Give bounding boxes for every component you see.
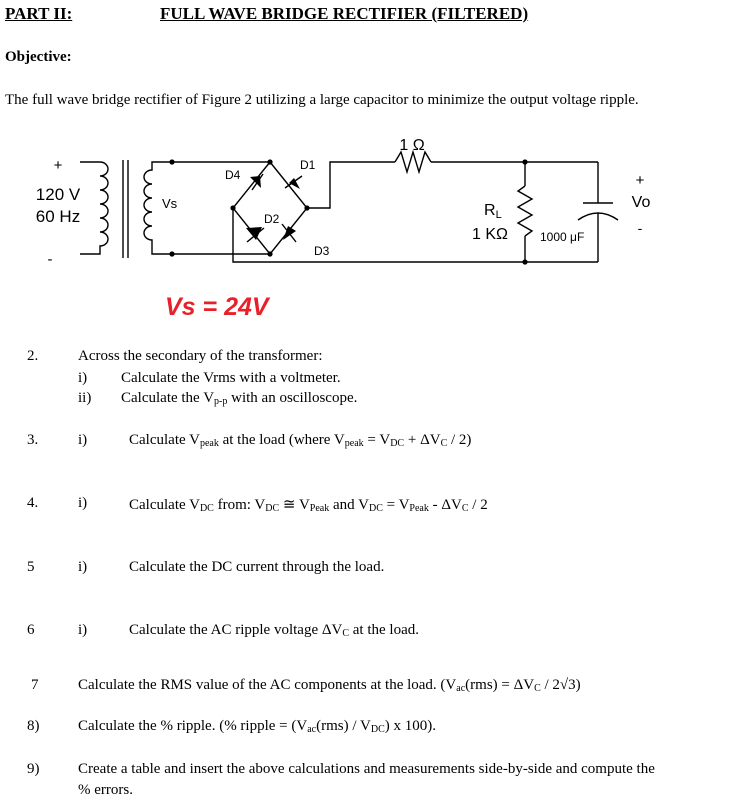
load-resistor [516,185,534,237]
step-7-text: Calculate the RMS value of the AC compon… [78,677,581,694]
source-voltage: 120 V [36,185,81,204]
step-6-mark: i) [78,622,88,638]
output-label: Vo [632,194,651,211]
objective-text: The full wave bridge rectifier of Figure… [5,92,639,108]
step-2-ii-mark: ii) [78,390,92,406]
load-resistor-value: 1 KΩ [472,226,508,243]
step-4-number: 4. [27,495,39,511]
step-3-number: 3. [27,432,39,448]
series-resistor [394,149,432,175]
step-3-mark: i) [78,432,88,448]
rectifier-circuit-diagram: + - 120 V 60 Hz Vs D4 D1 D2 D3 1 Ω RL 1 … [36,137,651,268]
step-4-mark: i) [78,495,88,511]
step-2-i-mark: i) [78,370,88,386]
d3-label: D3 [314,244,330,258]
step-4-text: Calculate VDC from: VDC ≅ VPeak and VDC … [129,497,488,514]
page-title: FULL WAVE BRIDGE RECTIFIER (FILTERED) [160,4,529,23]
secondary-label: Vs [162,196,178,211]
load-resistor-name: RL [484,202,502,221]
d4-label: D4 [225,168,241,182]
d2-label: D2 [264,212,280,226]
step-6-text: Calculate the AC ripple voltage ΔVC at t… [129,622,419,639]
step-2-i-text: Calculate the Vrms with a voltmeter. [121,370,341,386]
diode-d1-icon [289,178,300,189]
step-2-ii-text: Calculate the Vp-p with an oscilloscope. [121,390,358,407]
step-2-number: 2. [27,348,39,364]
bridge-diamond [232,161,308,256]
source-plus: + [54,157,63,174]
step-8-number: 8) [27,718,40,734]
step-7-number: 7 [31,677,39,693]
step-5-number: 5 [27,559,35,575]
series-resistor-label: 1 Ω [399,137,424,154]
step-5-mark: i) [78,559,88,575]
source-minus: - [48,251,53,268]
diode-d2-icon [246,227,262,240]
diode-d4-icon [250,176,261,188]
step-8-text: Calculate the % ripple. (% ripple = (Vac… [78,718,436,735]
part-label: PART II: [5,4,73,23]
secondary-voltage-note: Vs = 24V [165,293,269,321]
objective-heading: Objective: [5,49,72,65]
d1-label: D1 [300,158,316,172]
step-3-text: Calculate Vpeak at the load (where Vpeak… [129,432,472,449]
capacitor-label: 1000 μF [540,230,584,244]
step-2-intro: Across the secondary of the transformer: [78,348,323,364]
secondary-coil [143,161,172,255]
step-5-text: Calculate the DC current through the loa… [129,559,385,575]
step-9-line-1: Create a table and insert the above calc… [78,761,655,777]
step-9-number: 9) [27,761,40,777]
step-6-number: 6 [27,622,35,638]
output-minus: - [638,220,643,236]
output-plus: + [636,172,645,189]
source-frequency: 60 Hz [36,207,80,226]
step-9-line-2: % errors. [78,782,133,798]
primary-coil [80,161,109,255]
